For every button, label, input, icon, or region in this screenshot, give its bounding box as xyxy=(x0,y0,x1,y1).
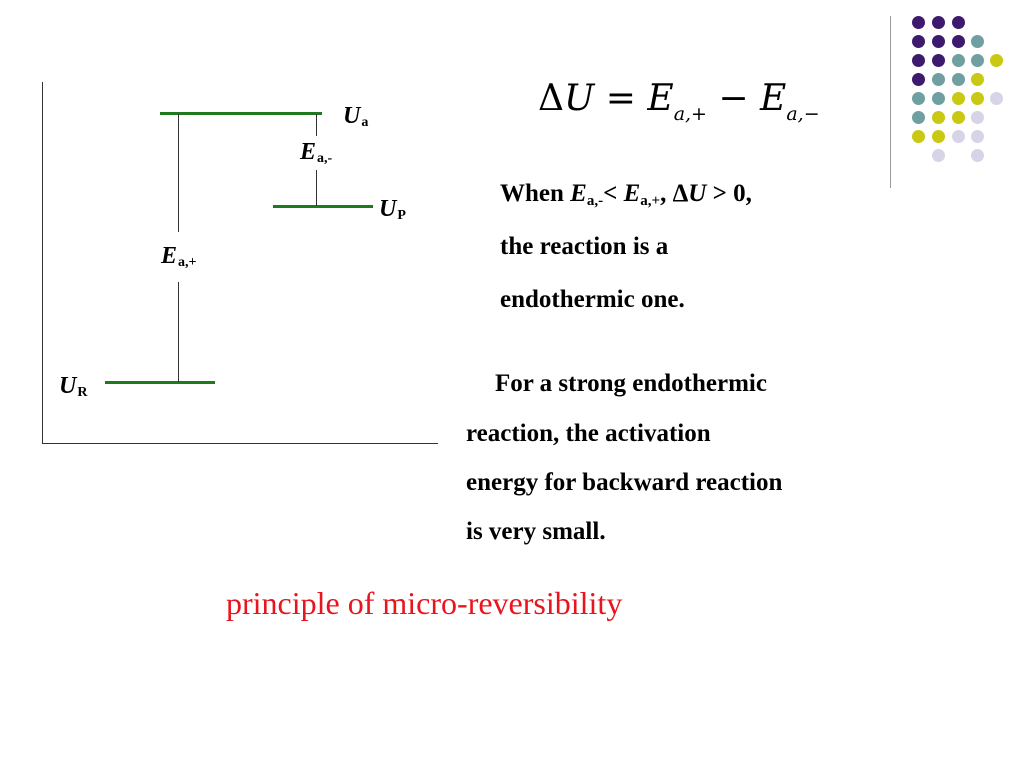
condition-line-2: the reaction is a xyxy=(500,233,669,260)
condition-line-1: When Ea,-< Ea,+, ΔU > 0, xyxy=(500,180,752,209)
decorative-dot xyxy=(952,16,965,29)
decorative-dot xyxy=(971,149,984,162)
decorative-dot xyxy=(971,92,984,105)
activated-level-line xyxy=(160,112,322,115)
product-level-line xyxy=(273,205,373,208)
decorative-dot xyxy=(912,73,925,86)
decorative-dot xyxy=(952,54,965,67)
label-u-p: UP xyxy=(379,196,406,223)
principle-heading: principle of micro-reversibility xyxy=(226,585,623,621)
decorative-dot xyxy=(932,130,945,143)
decorative-dot xyxy=(932,92,945,105)
decorative-dot xyxy=(932,54,945,67)
decorative-dot xyxy=(932,149,945,162)
label-u-a: Ua xyxy=(343,103,369,130)
ea-plus-connector-bottom xyxy=(178,282,179,382)
decorative-divider xyxy=(890,16,891,188)
decorative-dot xyxy=(912,92,925,105)
decorative-dot xyxy=(990,92,1003,105)
decorative-dot xyxy=(932,111,945,124)
ea-minus-connector-top xyxy=(316,114,317,136)
decorative-dot xyxy=(912,130,925,143)
paragraph-line-3: energy for backward reaction xyxy=(466,469,783,496)
label-u-r: UR xyxy=(59,373,88,400)
ea-minus-connector-bottom xyxy=(316,170,317,206)
reactant-level-line xyxy=(105,381,215,384)
decorative-dot xyxy=(952,92,965,105)
decorative-dot xyxy=(952,73,965,86)
decorative-dot xyxy=(912,16,925,29)
paragraph-line-2: reaction, the activation xyxy=(466,420,711,447)
decorative-dot xyxy=(971,73,984,86)
ea-plus-connector-top xyxy=(178,114,179,232)
label-e-a-plus: Ea,+ xyxy=(161,243,197,270)
decorative-dot xyxy=(932,16,945,29)
decorative-dot xyxy=(912,54,925,67)
paragraph-line-4: is very small. xyxy=(466,518,606,545)
decorative-dot xyxy=(952,111,965,124)
decorative-dot xyxy=(932,35,945,48)
decorative-dot xyxy=(932,73,945,86)
decorative-dot xyxy=(971,111,984,124)
decorative-dot xyxy=(990,54,1003,67)
paragraph-line-1: For a strong endothermic xyxy=(495,370,767,397)
decorative-dot xyxy=(952,130,965,143)
decorative-dot xyxy=(952,35,965,48)
decorative-dot xyxy=(971,130,984,143)
diagram-x-axis xyxy=(42,443,438,444)
label-e-a-minus: Ea,- xyxy=(300,139,333,166)
decorative-dot xyxy=(971,35,984,48)
decorative-dot xyxy=(912,111,925,124)
diagram-y-axis xyxy=(42,82,43,444)
energy-equation: ΔU = Ea,+ − Ea,− xyxy=(538,78,820,125)
decorative-dot xyxy=(912,35,925,48)
condition-line-3: endothermic one. xyxy=(500,286,685,313)
decorative-dot xyxy=(971,54,984,67)
